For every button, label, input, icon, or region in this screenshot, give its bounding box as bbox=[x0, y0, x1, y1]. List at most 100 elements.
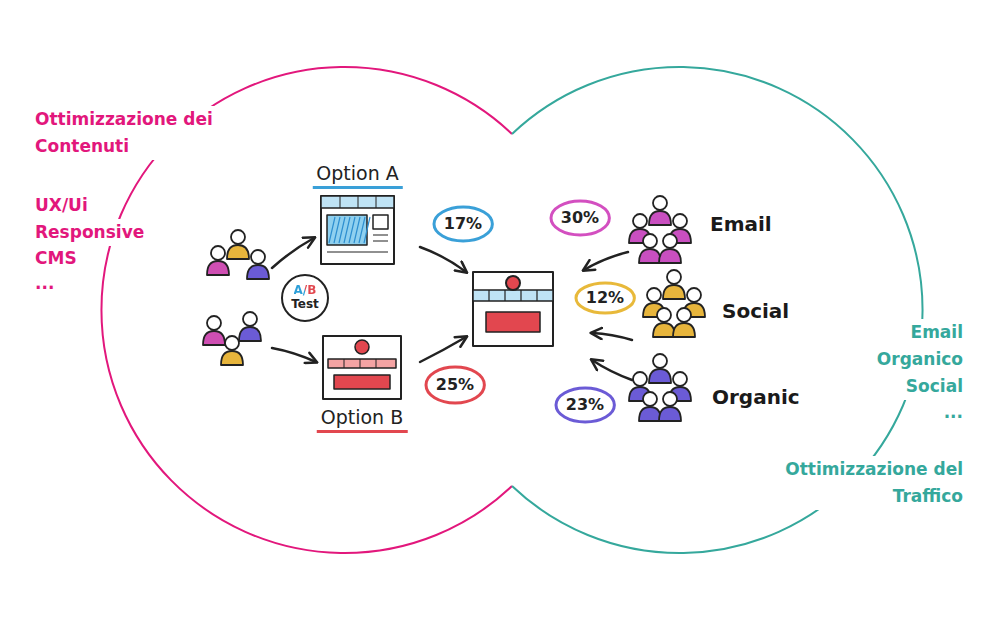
topic-item: ... bbox=[33, 270, 56, 297]
person-body bbox=[649, 369, 671, 383]
person-head bbox=[687, 288, 701, 302]
text-lines bbox=[327, 235, 388, 252]
person-icon bbox=[649, 354, 671, 383]
page-mockup bbox=[322, 335, 402, 400]
person-icon bbox=[227, 230, 249, 259]
person-head bbox=[231, 230, 245, 244]
flow-arrow bbox=[272, 238, 314, 268]
person-icon bbox=[673, 308, 695, 337]
page-mockup bbox=[320, 195, 395, 265]
nav-band bbox=[328, 359, 396, 368]
section-title: Ottimizzazione del Traffico bbox=[781, 456, 965, 510]
person-head bbox=[657, 308, 671, 322]
badge-text: Test bbox=[291, 298, 319, 312]
person-icon bbox=[649, 196, 671, 225]
topic-item: UX/Ui bbox=[33, 192, 90, 219]
header-cells bbox=[340, 196, 376, 208]
rate-ellipse: 12% bbox=[574, 281, 636, 315]
channel-name: Email bbox=[708, 211, 774, 238]
option-heading: Option A bbox=[312, 162, 402, 189]
page-band bbox=[473, 290, 553, 301]
page-block bbox=[486, 312, 540, 332]
person-icon bbox=[653, 308, 675, 337]
person-head bbox=[673, 372, 687, 386]
ellipse-stroke bbox=[426, 367, 484, 403]
person-icon bbox=[663, 270, 685, 299]
person-head bbox=[243, 312, 257, 326]
rate-ellipse: 30% bbox=[549, 199, 611, 237]
page-header bbox=[321, 196, 394, 208]
ellipse-stroke bbox=[282, 275, 328, 321]
person-icon bbox=[203, 316, 225, 345]
person-head bbox=[653, 196, 667, 210]
rate-number: 17% bbox=[444, 215, 482, 233]
person-icon bbox=[239, 312, 261, 341]
ellipse-stroke bbox=[551, 201, 609, 235]
person-head bbox=[653, 354, 667, 368]
person-body bbox=[659, 407, 681, 421]
landing-page bbox=[473, 272, 553, 346]
person-body bbox=[239, 327, 261, 341]
rate-ellipse: 23% bbox=[554, 386, 616, 424]
person-head bbox=[633, 214, 647, 228]
topic-item: Organico bbox=[875, 346, 965, 373]
person-body bbox=[653, 323, 675, 337]
option-heading: Option B bbox=[317, 406, 408, 433]
person-body bbox=[649, 211, 671, 225]
person-icon bbox=[659, 234, 681, 263]
channel-name: Social bbox=[720, 298, 791, 325]
topic-item: Email bbox=[909, 319, 965, 346]
variant-page: Option B bbox=[322, 335, 402, 400]
person-body bbox=[227, 245, 249, 259]
rate-number: 25% bbox=[436, 376, 474, 394]
person-body bbox=[221, 351, 243, 365]
person-body bbox=[663, 285, 685, 299]
person-body bbox=[659, 249, 681, 263]
person-body bbox=[639, 249, 661, 263]
flow-arrow bbox=[584, 252, 628, 270]
ab-test-badge: A/BTest bbox=[280, 273, 330, 323]
person-head bbox=[225, 336, 239, 350]
side-block bbox=[373, 215, 388, 229]
person-body bbox=[673, 323, 695, 337]
ellipse-stroke bbox=[576, 283, 634, 313]
topic-item: ... bbox=[942, 399, 965, 426]
people-icons bbox=[203, 196, 705, 421]
flow-arrow bbox=[420, 337, 466, 362]
person-body bbox=[203, 331, 225, 345]
person-head bbox=[663, 392, 677, 406]
person-head bbox=[211, 246, 225, 260]
flow-arrow bbox=[272, 348, 316, 362]
badge-text: A/B bbox=[294, 284, 317, 298]
hatching bbox=[329, 217, 370, 243]
rate-number: 30% bbox=[561, 209, 599, 227]
ellipse-stroke bbox=[434, 207, 492, 241]
person-icon bbox=[639, 392, 661, 421]
rate-ellipse: 17% bbox=[432, 205, 494, 243]
person-head bbox=[643, 392, 657, 406]
flow-arrow bbox=[420, 247, 466, 272]
flow-arrow bbox=[592, 360, 632, 380]
topic-item: CMS bbox=[33, 245, 79, 272]
topic-item: Responsive bbox=[33, 219, 146, 246]
variant-page: Option A bbox=[320, 195, 395, 265]
page-outline bbox=[321, 196, 394, 264]
person-head bbox=[667, 270, 681, 284]
page-logo bbox=[355, 340, 369, 354]
rate-ellipse: 25% bbox=[424, 365, 486, 405]
person-head bbox=[207, 316, 221, 330]
section-title: Ottimizzazione dei Contenuti bbox=[33, 106, 217, 160]
person-head bbox=[663, 234, 677, 248]
person-head bbox=[643, 234, 657, 248]
page-outline bbox=[473, 272, 553, 346]
page-outline bbox=[323, 336, 401, 399]
rate-number: 12% bbox=[586, 289, 624, 307]
person-head bbox=[677, 308, 691, 322]
person-icon bbox=[659, 392, 681, 421]
person-head bbox=[251, 250, 265, 264]
person-icon bbox=[221, 336, 243, 365]
ellipse-stroke bbox=[556, 388, 614, 422]
